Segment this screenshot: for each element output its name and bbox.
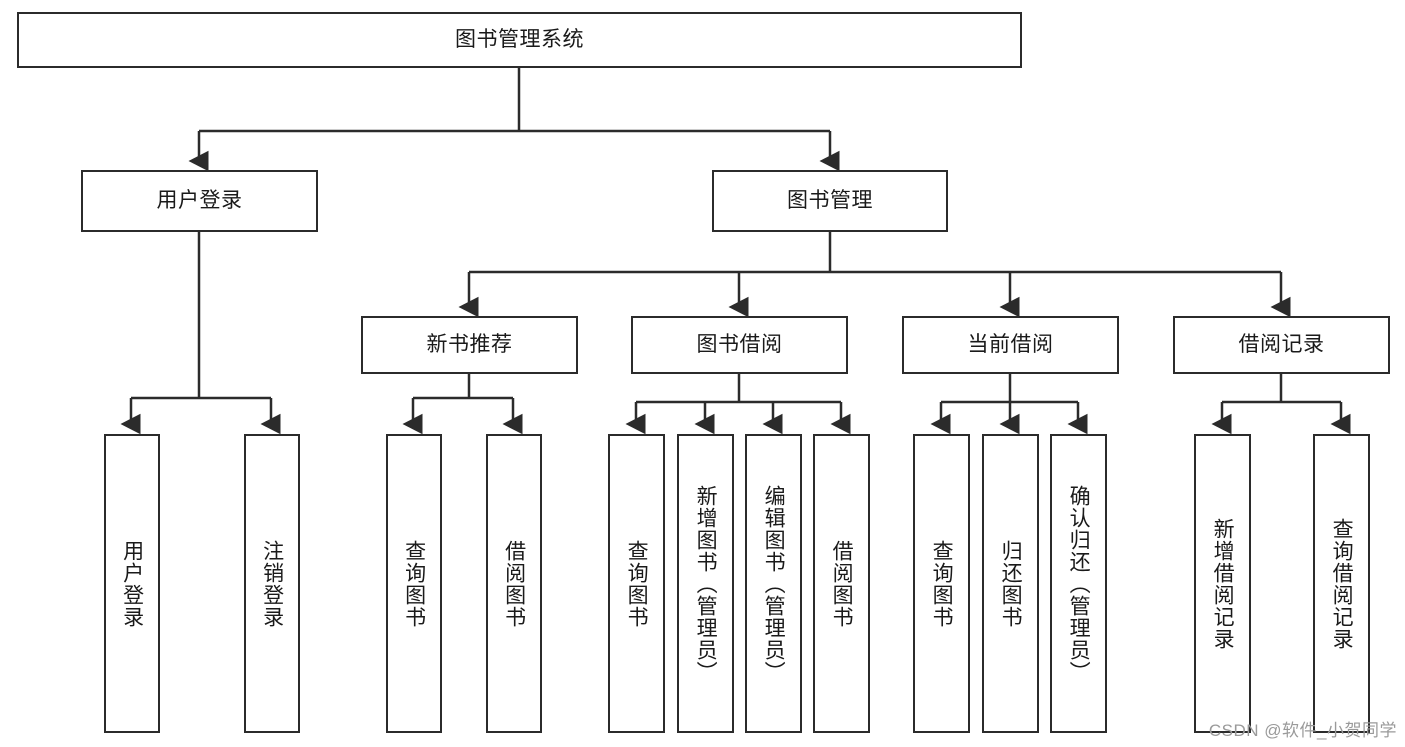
node-new-book-recommend[interactable]: 新书推荐 [361, 316, 578, 374]
leaf-current-borrow-3-label: 确认归还（管理员） [1067, 484, 1091, 683]
watermark: CSDN @软件_小贺同学 [1208, 721, 1397, 740]
leaf-user-login-2[interactable]: 注销登录 [244, 434, 300, 733]
leaf-user-login-1[interactable]: 用户登录 [104, 434, 160, 733]
leaf-book-borrow-1[interactable]: 查询图书 [608, 434, 665, 733]
leaf-borrow-record-1[interactable]: 新增借阅记录 [1194, 434, 1251, 733]
node-new-book-recommend-label: 新书推荐 [426, 332, 513, 356]
leaf-book-borrow-2-label: 新增图书（管理员） [694, 484, 718, 683]
leaf-current-borrow-1[interactable]: 查询图书 [913, 434, 970, 733]
node-book-borrow[interactable]: 图书借阅 [631, 316, 848, 374]
leaf-book-borrow-2[interactable]: 新增图书（管理员） [677, 434, 734, 733]
node-current-borrow[interactable]: 当前借阅 [902, 316, 1119, 374]
leaf-new-book-1[interactable]: 查询图书 [386, 434, 442, 733]
leaf-current-borrow-2-label: 归还图书 [999, 539, 1023, 628]
leaf-new-book-1-label: 查询图书 [402, 539, 426, 628]
leaf-current-borrow-3[interactable]: 确认归还（管理员） [1050, 434, 1107, 733]
leaf-current-borrow-2[interactable]: 归还图书 [982, 434, 1039, 733]
leaf-new-book-2-label: 借阅图书 [502, 539, 526, 628]
node-book-management[interactable]: 图书管理 [712, 170, 948, 232]
node-borrow-record-label: 借阅记录 [1238, 332, 1325, 356]
leaf-current-borrow-1-label: 查询图书 [930, 539, 954, 628]
node-book-management-label: 图书管理 [787, 188, 873, 212]
node-borrow-record[interactable]: 借阅记录 [1173, 316, 1390, 374]
leaf-borrow-record-2[interactable]: 查询借阅记录 [1313, 434, 1370, 733]
leaf-book-borrow-3[interactable]: 编辑图书（管理员） [745, 434, 802, 733]
leaf-book-borrow-1-label: 查询图书 [625, 539, 649, 628]
leaf-book-borrow-4-label: 借阅图书 [830, 539, 854, 628]
node-root-label: 图书管理系统 [455, 27, 584, 51]
leaf-book-borrow-4[interactable]: 借阅图书 [813, 434, 870, 733]
leaf-borrow-record-1-label: 新增借阅记录 [1211, 517, 1235, 650]
node-current-borrow-label: 当前借阅 [967, 332, 1054, 356]
leaf-book-borrow-3-label: 编辑图书（管理员） [762, 484, 786, 683]
node-book-borrow-label: 图书借阅 [696, 332, 783, 356]
leaf-borrow-record-2-label: 查询借阅记录 [1330, 517, 1354, 650]
node-user-login-label: 用户登录 [156, 188, 243, 212]
leaf-user-login-2-label: 注销登录 [260, 539, 284, 628]
leaf-new-book-2[interactable]: 借阅图书 [486, 434, 542, 733]
node-user-login[interactable]: 用户登录 [81, 170, 318, 232]
node-root[interactable]: 图书管理系统 [17, 12, 1022, 68]
leaf-user-login-1-label: 用户登录 [120, 539, 144, 628]
